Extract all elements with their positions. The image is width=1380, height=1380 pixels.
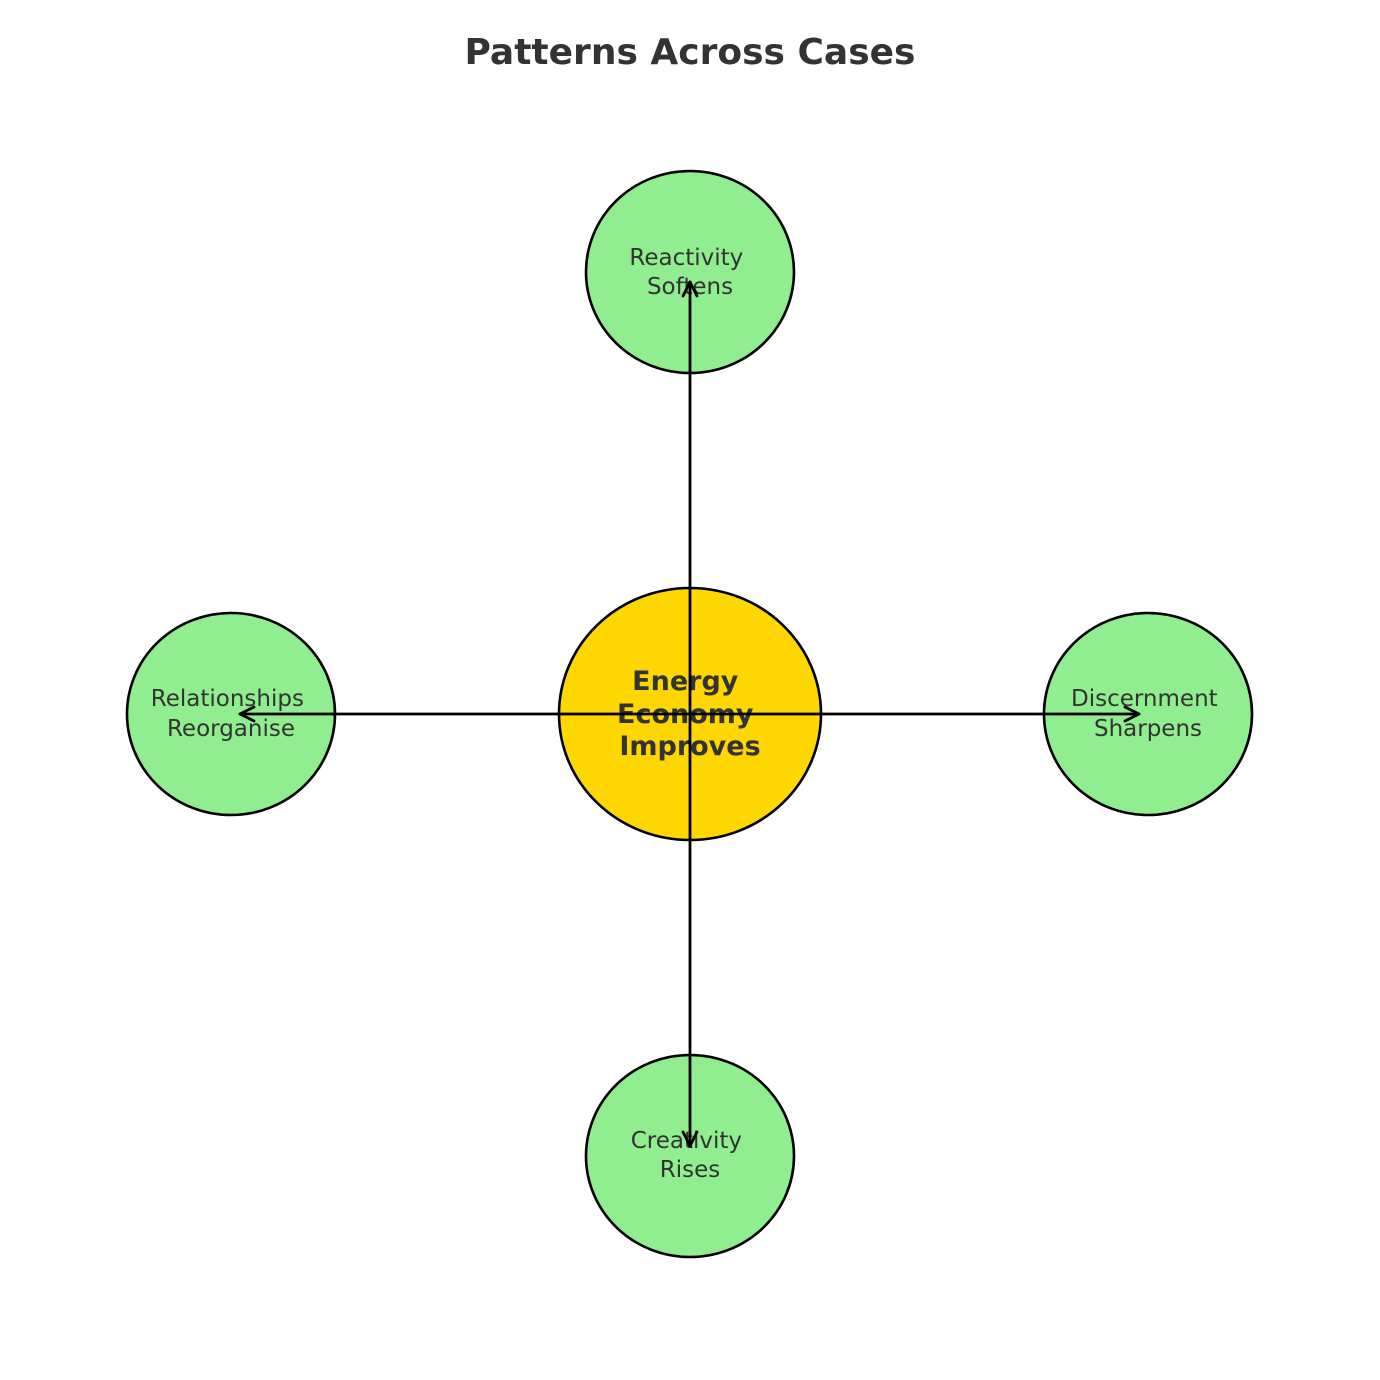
arrow-to-right (688, 705, 1141, 723)
node-right-label: Discernment Sharpens (1071, 686, 1225, 742)
node-bottom-label-line-2: Rises (660, 1157, 721, 1183)
node-right-label-line-2: Sharpens (1094, 716, 1202, 742)
node-left-label-line-1: Relationships (151, 686, 304, 712)
node-left-label-line-2: Reorganise (167, 716, 295, 742)
center-label-line-1: Energy (632, 666, 739, 697)
arrow-to-bottom (681, 712, 699, 1148)
arrow-to-top (681, 280, 699, 716)
node-top-label: Reactivity Softens (629, 245, 750, 300)
node-right-label-line-1: Discernment (1071, 686, 1218, 712)
node-top-label-line-1: Reactivity (629, 245, 743, 271)
diagram-title: Patterns Across Cases (465, 32, 916, 73)
node-left-label: Relationships Reorganise (151, 686, 312, 742)
arrow-to-left (238, 705, 692, 723)
